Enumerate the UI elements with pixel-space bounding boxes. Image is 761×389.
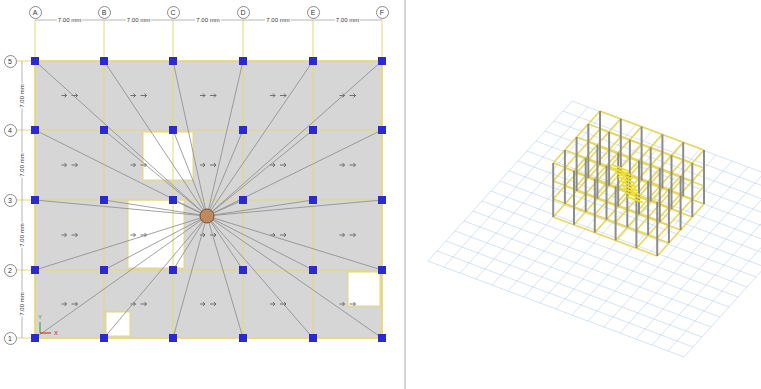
column-symbol bbox=[239, 266, 247, 274]
grid-label: B bbox=[102, 9, 107, 16]
grid-label: E bbox=[311, 9, 316, 16]
dimension-label: 7.00 mm bbox=[19, 291, 25, 316]
dimension-label: 7.00 mm bbox=[265, 17, 290, 23]
column-symbol bbox=[309, 334, 317, 342]
column-symbol bbox=[169, 57, 177, 65]
column-symbol bbox=[239, 126, 247, 134]
axis-label: Y bbox=[37, 314, 43, 320]
dimension-label: 7.00 mm bbox=[57, 17, 82, 23]
column-symbol bbox=[378, 126, 386, 134]
column-symbol bbox=[100, 266, 108, 274]
column-symbol bbox=[100, 57, 108, 65]
grid-label: C bbox=[170, 9, 175, 16]
column-symbol bbox=[309, 126, 317, 134]
column-symbol bbox=[169, 126, 177, 134]
grid-bubble: A bbox=[29, 6, 42, 19]
column-symbol bbox=[169, 266, 177, 274]
grid-bubble: B bbox=[98, 6, 111, 19]
column-symbol bbox=[31, 334, 39, 342]
column-symbol bbox=[309, 57, 317, 65]
column-symbol bbox=[239, 196, 247, 204]
column-symbol bbox=[239, 334, 247, 342]
column-symbol bbox=[100, 334, 108, 342]
dimension-label: 7.00 mm bbox=[335, 17, 360, 23]
column-symbol bbox=[31, 266, 39, 274]
dimension-label: 7.00 mm bbox=[19, 83, 25, 108]
column-symbol bbox=[169, 334, 177, 342]
column-symbol bbox=[239, 57, 247, 65]
grid-label: F bbox=[380, 9, 384, 16]
grid-bubble: 5 bbox=[4, 55, 17, 68]
grid-label: 2 bbox=[8, 267, 12, 274]
dimension-label: 7.00 mm bbox=[195, 17, 220, 23]
grid-bubble: F bbox=[376, 6, 389, 19]
grid-label: 4 bbox=[8, 127, 12, 134]
grid-bubble: D bbox=[237, 6, 250, 19]
column-symbol bbox=[31, 196, 39, 204]
grid-bubble: 4 bbox=[4, 124, 17, 137]
column-symbol bbox=[100, 196, 108, 204]
grid-label: A bbox=[33, 9, 38, 16]
column-symbol bbox=[378, 334, 386, 342]
column-symbol bbox=[378, 196, 386, 204]
column-symbol bbox=[378, 266, 386, 274]
axis-label: X bbox=[53, 330, 59, 336]
grid-label: 3 bbox=[8, 197, 12, 204]
grid-label: 5 bbox=[8, 58, 12, 65]
grid-bubble: 3 bbox=[4, 194, 17, 207]
grid-label: D bbox=[240, 9, 245, 16]
grid-bubble: C bbox=[167, 6, 180, 19]
column-symbol bbox=[309, 196, 317, 204]
grid-bubble: 1 bbox=[4, 332, 17, 345]
column-symbol bbox=[31, 126, 39, 134]
dimension-label: 7.00 mm bbox=[126, 17, 151, 23]
grid-label: 1 bbox=[8, 335, 12, 342]
grid-bubble: 2 bbox=[4, 264, 17, 277]
grid-bubble: E bbox=[307, 6, 320, 19]
column-symbol bbox=[100, 126, 108, 134]
column-symbol bbox=[169, 196, 177, 204]
column-symbol bbox=[31, 57, 39, 65]
column-symbol bbox=[378, 57, 386, 65]
column-symbol bbox=[309, 266, 317, 274]
dimension-label: 7.00 mm bbox=[19, 222, 25, 247]
dimension-label: 7.00 mm bbox=[19, 152, 25, 177]
